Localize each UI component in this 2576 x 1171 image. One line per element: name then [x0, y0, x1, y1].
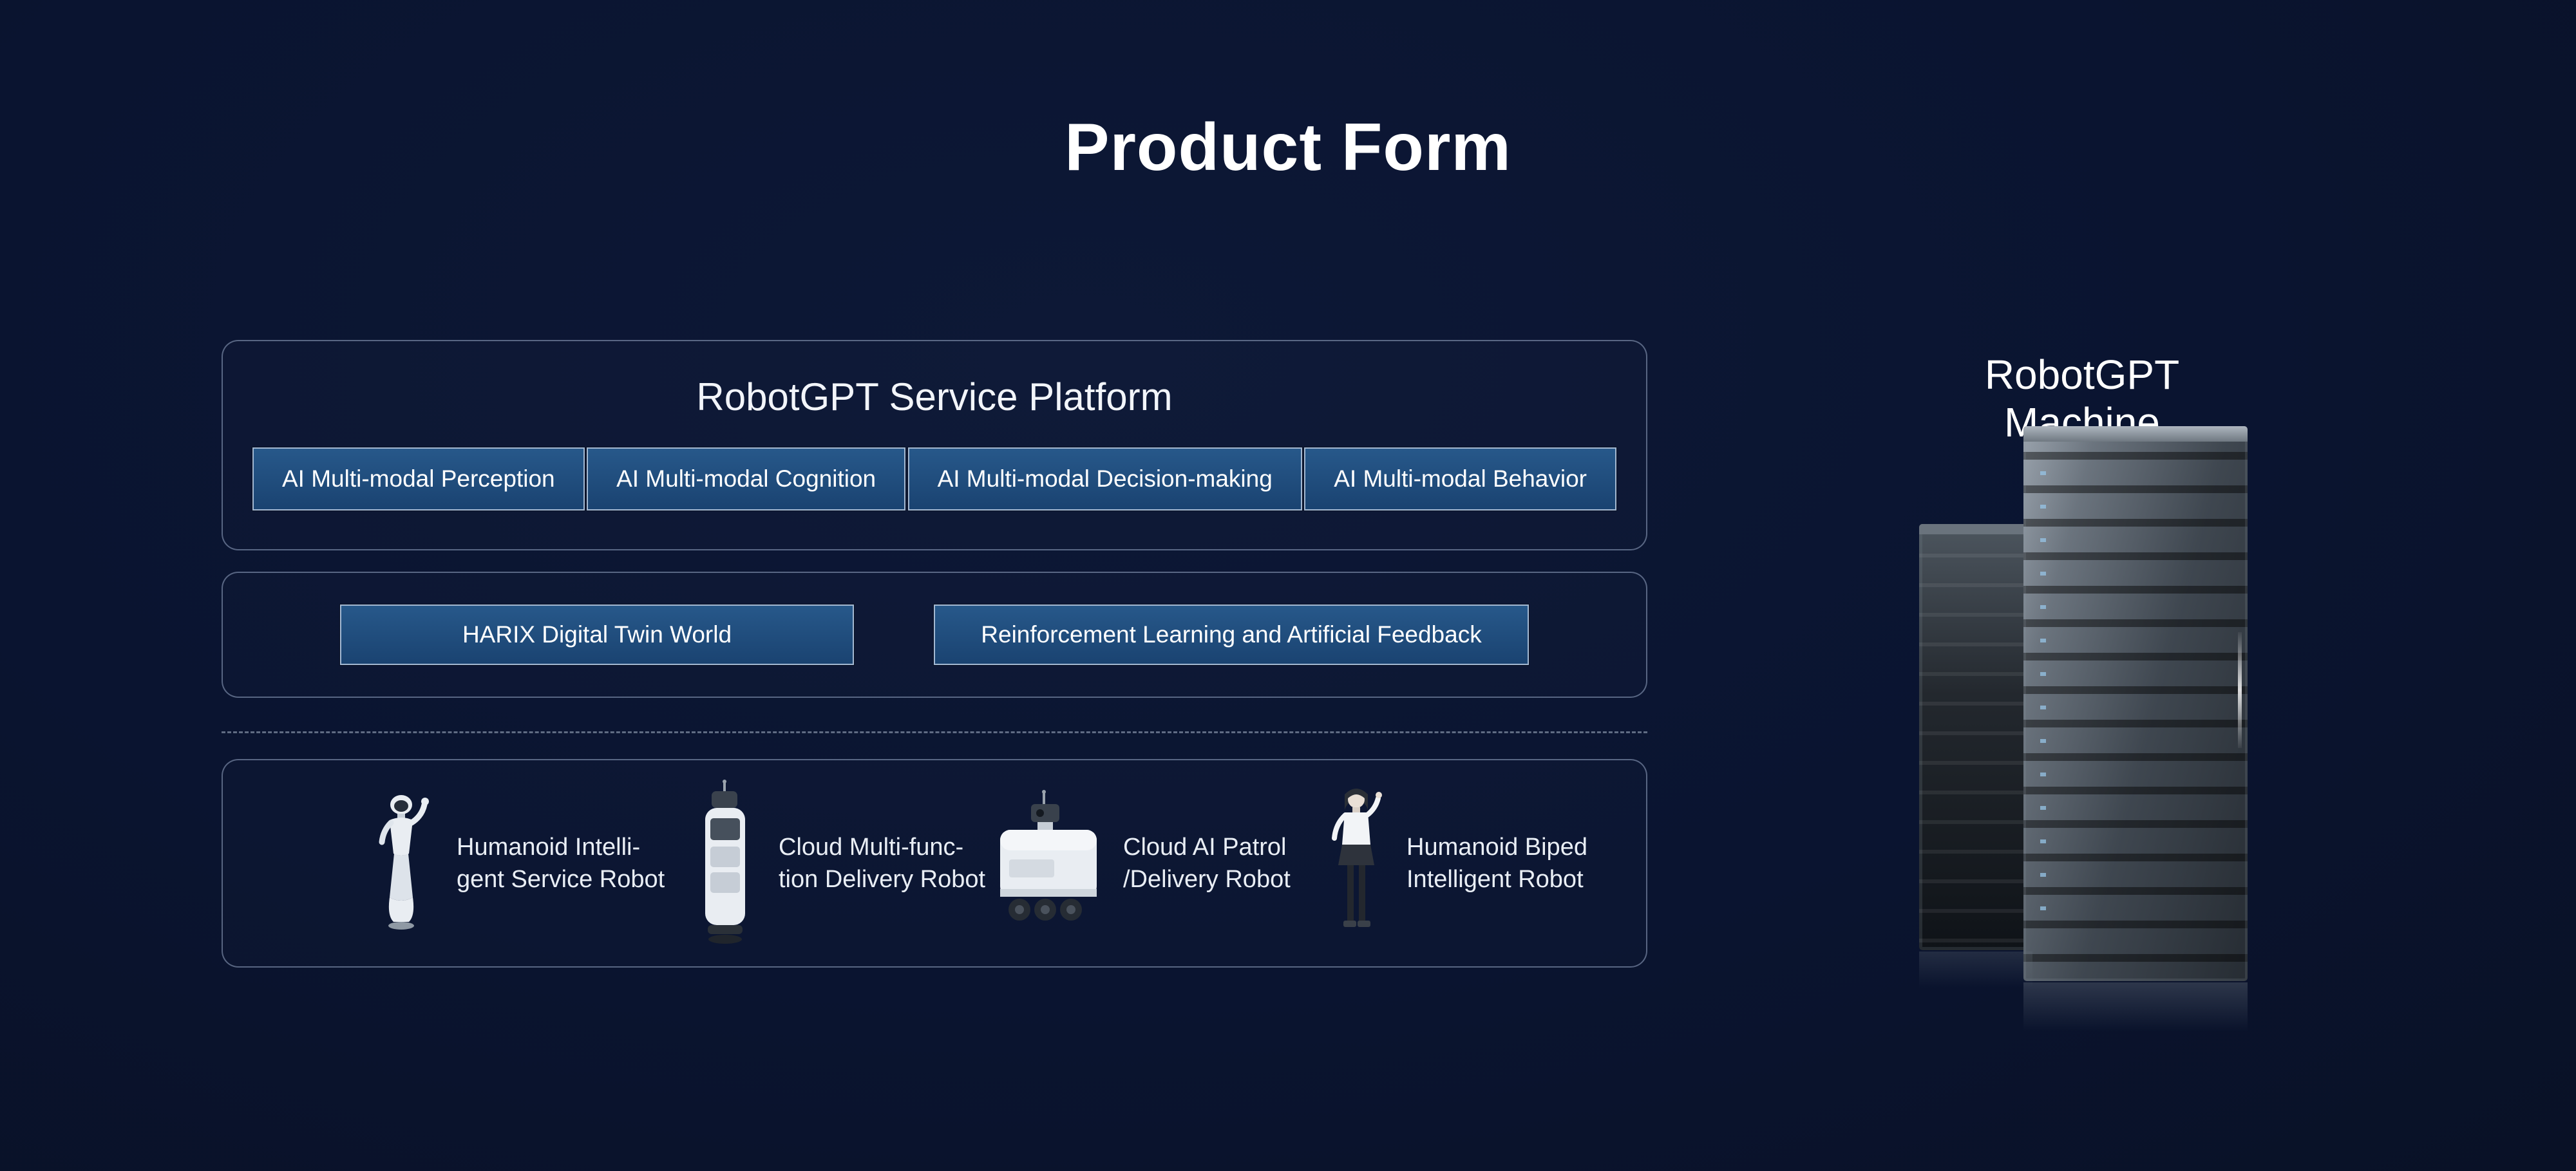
robot-label-line: /Delivery Robot [1123, 866, 1291, 893]
harix-digital-twin-block: HARIX Digital Twin World [340, 604, 854, 665]
rack-reflection-right [2023, 982, 2248, 1031]
robot-label-line: tion Delivery Robot [779, 866, 986, 893]
robot-label-line: gent Service Robot [457, 866, 665, 893]
robot-label: Cloud Multi-func- tion Delivery Robot [779, 831, 985, 895]
rack-led-strip [2040, 471, 2046, 935]
rack-reflection-left [1919, 951, 2032, 988]
service-platform-box: RobotGPT Service Platform AI Multi-modal… [222, 340, 1647, 550]
robot-label-line: Cloud Multi-func- [779, 833, 964, 861]
robot-item-cloud-patrol: Cloud AI Patrol /Delivery Robot [986, 789, 1291, 938]
robot-label-line: Intelligent Robot [1406, 866, 1584, 893]
robots-box: Humanoid Intelli- gent Service Robot [222, 759, 1647, 968]
server-racks-image [1919, 426, 2254, 1044]
service-platform-title: RobotGPT Service Platform [696, 375, 1173, 418]
humanoid-service-robot-icon [368, 789, 439, 937]
robot-label-line: Humanoid Biped [1406, 833, 1587, 861]
module-row: AI Multi-modal Perception AI Multi-modal… [223, 447, 1646, 511]
robot-label-line: Cloud AI Patrol [1123, 833, 1287, 861]
robot-label: Humanoid Intelli- gent Service Robot [457, 831, 665, 895]
module-cognition: AI Multi-modal Cognition [587, 447, 906, 511]
server-rack-left [1919, 524, 2032, 950]
cloud-delivery-robot-icon [690, 780, 761, 947]
platform-stack: RobotGPT Service Platform AI Multi-modal… [222, 340, 1647, 968]
module-behavior: AI Multi-modal Behavior [1304, 447, 1616, 511]
dashed-divider [222, 731, 1647, 733]
robot-label-line: Humanoid Intelli- [457, 833, 641, 861]
middle-box: HARIX Digital Twin World Reinforcement L… [222, 572, 1647, 698]
cloud-patrol-robot-icon [986, 789, 1105, 938]
robot-item-cloud-delivery: Cloud Multi-func- tion Delivery Robot [690, 780, 985, 947]
module-decision-making: AI Multi-modal Decision-making [907, 447, 1302, 511]
robot-item-humanoid-biped: Humanoid Biped Intelligent Robot [1324, 783, 1587, 944]
server-rack-right [2023, 426, 2248, 981]
robot-item-humanoid-service: Humanoid Intelli- gent Service Robot [368, 789, 665, 937]
reinforcement-learning-block: Reinforcement Learning and Artificial Fe… [934, 604, 1529, 665]
module-perception: AI Multi-modal Perception [252, 447, 585, 511]
page-title: Product Form [1065, 110, 1511, 185]
robot-label: Humanoid Biped Intelligent Robot [1406, 831, 1587, 895]
robot-label: Cloud AI Patrol /Delivery Robot [1123, 831, 1291, 895]
humanoid-biped-robot-icon [1324, 783, 1388, 944]
